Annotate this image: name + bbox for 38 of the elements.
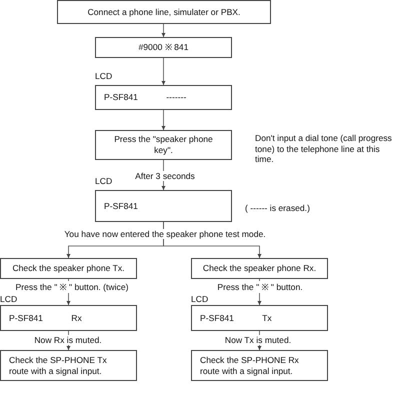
process-box (95, 190, 232, 222)
note-text: ( ------ is erased.) (245, 203, 310, 214)
process-box (191, 350, 328, 381)
box-text: P-SF841 ------- (104, 92, 186, 103)
process-box (95, 85, 232, 110)
process-box (191, 258, 328, 279)
process-box (95, 130, 232, 160)
box-text: Check the SP-PHONE Tx route with a signal input. (9, 354, 108, 376)
arrow (162, 24, 166, 38)
box-text: Check the SP-PHONE Rx route with a signal input. (200, 354, 300, 376)
process-box (57, 0, 271, 24)
box-text: Check the speaker phone Rx. (202, 263, 316, 274)
edge-label: After 3 seconds (133, 171, 197, 181)
edge-label: Press the " ※ " button. (215, 281, 305, 293)
edge-label: Press the " ※ " button. (twice) (14, 281, 130, 293)
edge-label: Now Tx is muted. (222, 335, 294, 345)
process-box (0, 258, 137, 279)
box-text: #9000 ※ 841 (138, 42, 188, 53)
box-text: Check the speaker phone Tx. (12, 263, 125, 274)
arrow (162, 58, 166, 86)
note-text: LCD (191, 294, 208, 305)
box-text: P-SF841 Tx (200, 312, 272, 324)
process-box (95, 37, 232, 58)
box-text: Connect a phone line, simulater or PBX. (88, 6, 240, 18)
note-text: LCD (95, 176, 112, 187)
edge-label: Now Rx is muted. (32, 335, 104, 345)
note-text: LCD (95, 71, 112, 82)
box-text: P-SF841 (104, 200, 138, 212)
box-text: P-SF841 Rx (9, 312, 82, 324)
process-box (191, 305, 328, 331)
box-text: Press the "speaker phone key". (113, 134, 214, 156)
arrow (162, 110, 166, 130)
process-box (0, 305, 137, 331)
process-box (0, 350, 137, 381)
note-text: LCD (0, 294, 18, 305)
note-text: Don't input a dial tone (call progress tone) to the telephone line at this time. (255, 133, 393, 166)
edge-label: You have now entered the speaker phone test mode. (62, 229, 268, 239)
arrow (163, 222, 262, 258)
